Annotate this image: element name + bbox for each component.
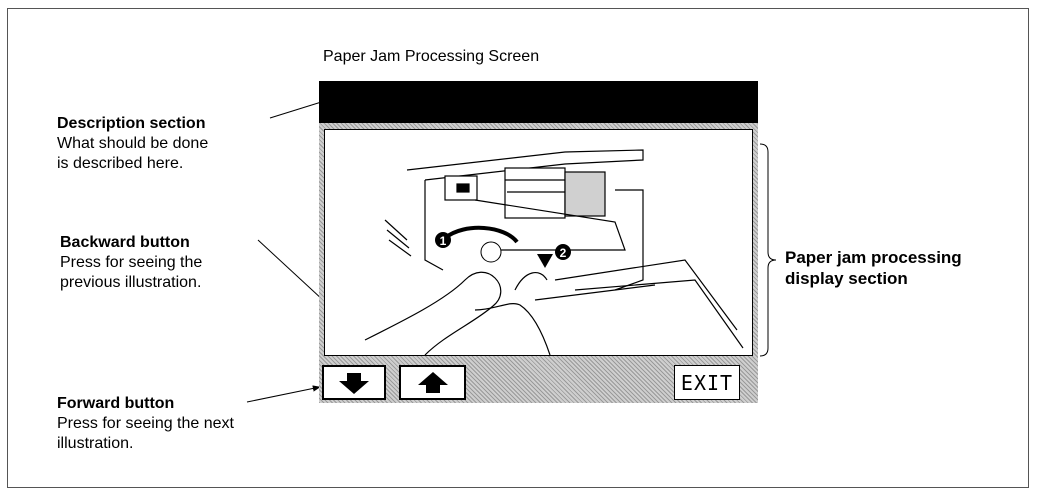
forward-button[interactable] — [399, 365, 466, 400]
forward-annotation-line-2: illustration. — [57, 435, 134, 452]
forward-annotation-line-1: Press for seeing the next — [57, 415, 234, 432]
description-annotation: Description section What should be done … — [57, 114, 208, 174]
backward-annotation-title: Backward button — [60, 234, 190, 251]
arrow-down-icon — [339, 372, 369, 394]
paper-jam-illustration: 1 2 — [364, 149, 744, 355]
step-marker-2 — [555, 244, 571, 260]
backward-annotation-line-1: Press for seeing the — [60, 254, 203, 271]
forward-annotation: Forward button Press for seeing the next… — [57, 394, 234, 454]
description-annotation-title: Description section — [57, 115, 206, 132]
display-brace — [759, 143, 777, 357]
screen-title: Paper Jam Processing Screen — [323, 48, 540, 65]
figure-frame — [7, 8, 1029, 488]
backward-annotation: Backward button Press for seeing the pre… — [60, 233, 202, 293]
pull-arrow — [537, 254, 553, 268]
paper-jam-display-section: 1 2 — [324, 129, 753, 356]
backward-annotation-line-2: previous illustration. — [60, 274, 202, 291]
step-marker-1 — [435, 232, 451, 248]
display-annotation-line-2: display section — [785, 269, 908, 288]
paper-jam-screen: 1 2 EXIT — [319, 81, 758, 403]
forward-leader — [246, 385, 321, 403]
exit-button[interactable]: EXIT — [674, 365, 740, 400]
backward-button[interactable] — [322, 365, 386, 400]
step-marker-1-label: 1 — [440, 234, 447, 248]
description-annotation-line-2: is described here. — [57, 155, 184, 172]
knob — [480, 241, 502, 263]
step-marker-2-label: 2 — [560, 246, 567, 260]
forward-annotation-title: Forward button — [57, 395, 175, 412]
display-annotation-line-1: Paper jam processing — [785, 248, 962, 267]
description-annotation-line-1: What should be done — [57, 135, 209, 152]
display-annotation: Paper jam processing display section — [785, 247, 962, 289]
arrow-up-icon — [417, 371, 448, 393]
description-section — [319, 81, 758, 123]
